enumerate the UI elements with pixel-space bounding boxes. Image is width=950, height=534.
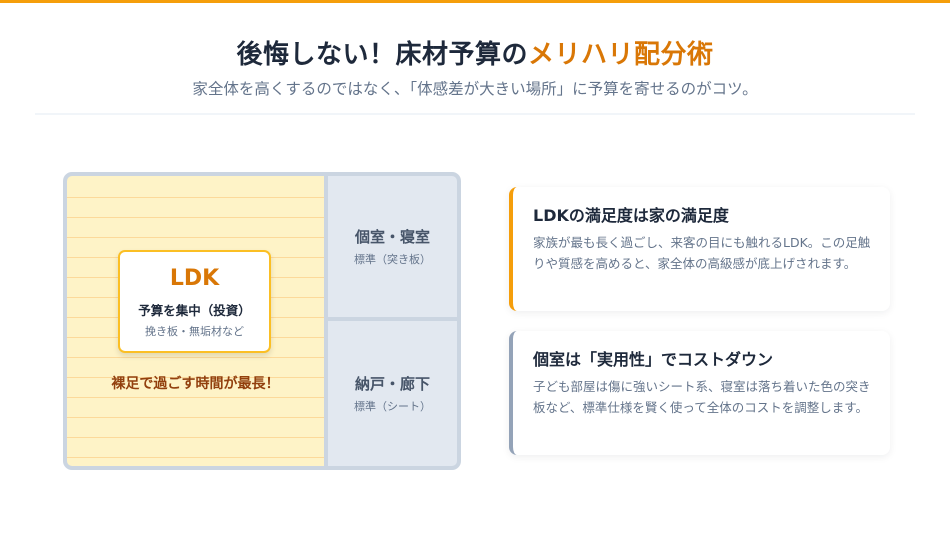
ldk-area: LDK 予算を集中（投資） 挽き板・無垢材など 裸足で過ごす時間が最長！ [67,176,324,466]
ldk-label: LDK [169,266,220,291]
ldk-materials: 挽き板・無垢材など [145,325,244,338]
card-body: 子ども部屋は傷に強いシート系、寝室は落ち着いた色の突き板など、標準仕様を賢く使っ… [533,379,871,415]
card-title: 個室は「実用性」でコストダウン [533,350,774,369]
top-accent-bar [0,0,950,3]
room-name: 個室・寝室 [354,228,430,246]
page-subtitle: 家全体を高くするのではなく、「体感差が大きい場所」に予算を寄せるのがコツ。 [192,80,758,98]
ldk-card: LDK 予算を集中（投資） 挽き板・無垢材など [118,250,271,353]
ldk-budget: 予算を集中（投資） [138,303,251,318]
title-accent: メリハリ配分術 [528,40,714,70]
card-title: LDKの満足度は家の満足度 [533,206,729,225]
title-main: 後悔しない！床材予算の [236,40,528,70]
page-title: 後悔しない！床材予算のメリハリ配分術 [0,34,950,71]
header-divider [35,113,915,115]
room-name: 納戸・廊下 [354,375,430,393]
room-storage-hallway: 納戸・廊下 標準（シート） [328,321,457,466]
room-bedroom: 個室・寝室 標準（突き板） [328,176,457,317]
ldk-note: 裸足で過ごす時間が最長！ [111,376,280,392]
info-card-private-rooms: 個室は「実用性」でコストダウン 子ども部屋は傷に強いシート系、寝室は落ち着いた色… [509,331,890,455]
info-card-ldk: LDKの満足度は家の満足度 家族が最も長く過ごし、来客の目にも触れるLDK。この… [509,187,890,311]
room-spec: 標準（突き板） [354,253,431,266]
room-spec: 標準（シート） [354,400,431,413]
floor-plan: LDK 予算を集中（投資） 挽き板・無垢材など 裸足で過ごす時間が最長！ 個室・… [63,172,461,470]
card-body: 家族が最も長く過ごし、来客の目にも触れるLDK。この足触りや質感を高めると、家全… [533,235,871,271]
